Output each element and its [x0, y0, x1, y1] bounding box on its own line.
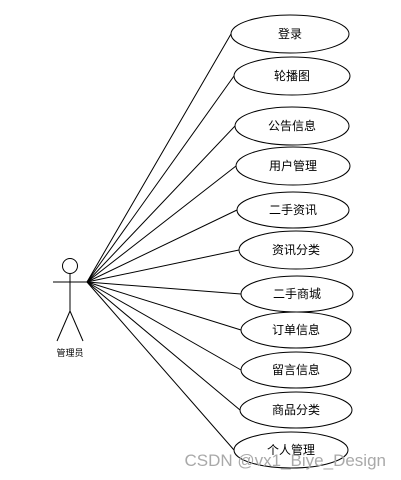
use-case-ellipse [230, 14, 350, 54]
use-case-ellipse [233, 56, 351, 96]
use-case: 用户管理 [235, 146, 351, 186]
use-case-ellipse [236, 191, 350, 229]
use-case: 订单信息 [240, 311, 352, 349]
actor-figure [53, 258, 87, 342]
watermark-text: CSDN @vx1_Biye_Design [184, 451, 386, 470]
use-case-label: 留言信息 [272, 362, 320, 377]
use-case-label: 个人管理 [267, 442, 315, 457]
association-line [86, 281, 241, 411]
use-case-label: 商品分类 [272, 402, 320, 417]
use-case-label: 二手商城 [273, 286, 321, 301]
use-case-ellipse [238, 230, 354, 270]
use-case: 公告信息 [234, 106, 350, 146]
use-case-ellipse [234, 106, 350, 146]
actor-label: 管理员 [56, 347, 83, 359]
actor-head [62, 258, 78, 274]
actor-left-leg [56, 310, 71, 342]
use-case: 二手商城 [240, 275, 354, 313]
use-case-label: 订单信息 [272, 322, 320, 337]
use-case: 资讯分类 [238, 230, 354, 270]
association-line [86, 281, 242, 295]
use-case: 二手资讯 [236, 191, 350, 229]
use-case-ellipse [239, 391, 353, 429]
use-case: 登录 [230, 14, 350, 54]
use-case: 个人管理 [233, 431, 349, 469]
association-line [86, 249, 240, 283]
association-lines [86, 33, 242, 451]
association-line [86, 165, 237, 283]
use-case-ellipse [233, 431, 349, 469]
use-case-label: 用户管理 [269, 158, 317, 173]
use-case-ellipse [240, 351, 352, 389]
association-line [86, 281, 242, 331]
use-case-ellipse [240, 311, 352, 349]
use-case: 留言信息 [240, 351, 352, 389]
use-case-label: 登录 [278, 26, 302, 41]
association-line [86, 281, 235, 451]
use-case: 商品分类 [239, 391, 353, 429]
actor-right-leg [69, 310, 84, 342]
use-case: 轮播图 [233, 56, 351, 96]
use-case-label: 二手资讯 [269, 203, 317, 217]
association-line [86, 125, 236, 283]
association-line [86, 281, 242, 371]
use-case-label: 轮播图 [274, 69, 310, 83]
use-case-label: 公告信息 [268, 118, 316, 133]
use-case-label: 资讯分类 [272, 243, 320, 257]
association-line [86, 209, 238, 283]
association-line [86, 75, 235, 283]
use-case-ellipse [235, 146, 351, 186]
use-case-group: 登录轮播图公告信息用户管理二手资讯资讯分类二手商城订单信息留言信息商品分类个人管… [230, 14, 354, 469]
association-line [86, 33, 232, 283]
